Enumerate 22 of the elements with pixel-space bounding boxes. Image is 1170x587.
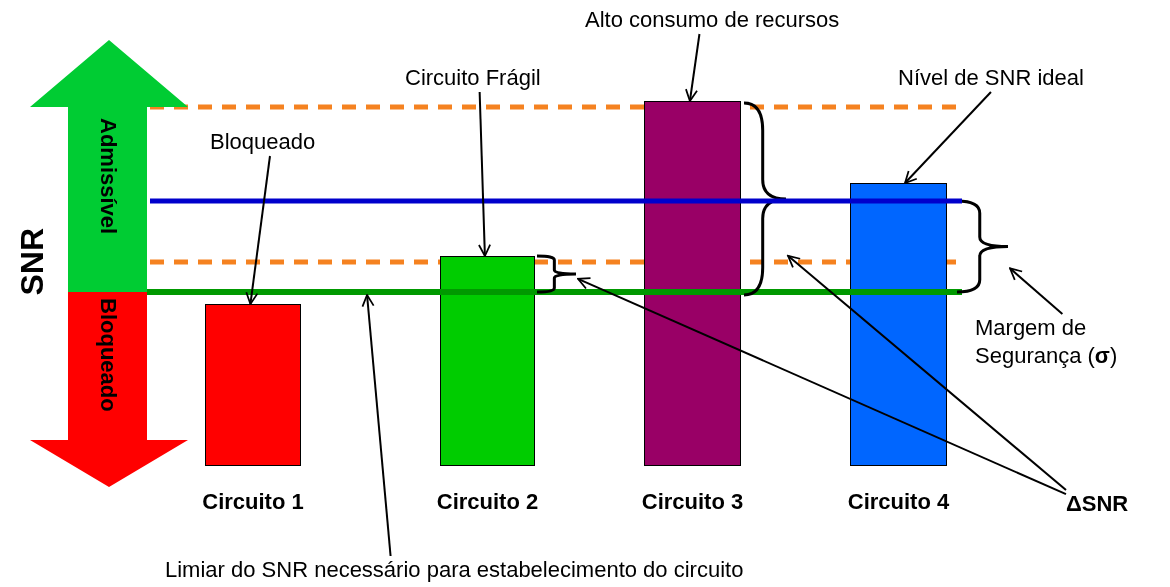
leader-arrow bbox=[904, 91, 992, 184]
leader-arrow bbox=[361, 294, 392, 557]
axis-title: SNR bbox=[14, 228, 50, 296]
arrow-label: Admissível bbox=[95, 118, 122, 235]
leader-arrow bbox=[685, 33, 701, 102]
bar-label: Circuito 2 bbox=[435, 488, 540, 516]
callout-text: Alto consumo de recursos bbox=[585, 6, 840, 34]
callout-text: Margem de Segurança (σ) bbox=[975, 314, 1119, 370]
callout-text: ΔSNR bbox=[1066, 490, 1129, 518]
bar-label: Circuito 1 bbox=[201, 488, 305, 516]
leader-arrow bbox=[1009, 267, 1064, 315]
leader-arrow bbox=[245, 155, 271, 305]
leader-arrow bbox=[478, 91, 491, 257]
arrow-label: Bloqueado bbox=[95, 298, 122, 412]
callout-text: Circuito Frágil bbox=[405, 64, 541, 92]
leader-arrow bbox=[577, 277, 1067, 496]
callout-text: Nível de SNR ideal bbox=[898, 64, 1084, 92]
leader-arrow bbox=[787, 254, 1067, 491]
callout-text: Limiar do SNR necessário para estabelecimento do circuito bbox=[165, 556, 744, 584]
bar-label: Circuito 3 bbox=[640, 488, 745, 516]
callout-text: Bloqueado bbox=[210, 128, 316, 156]
bar-label: Circuito 4 bbox=[846, 488, 951, 516]
